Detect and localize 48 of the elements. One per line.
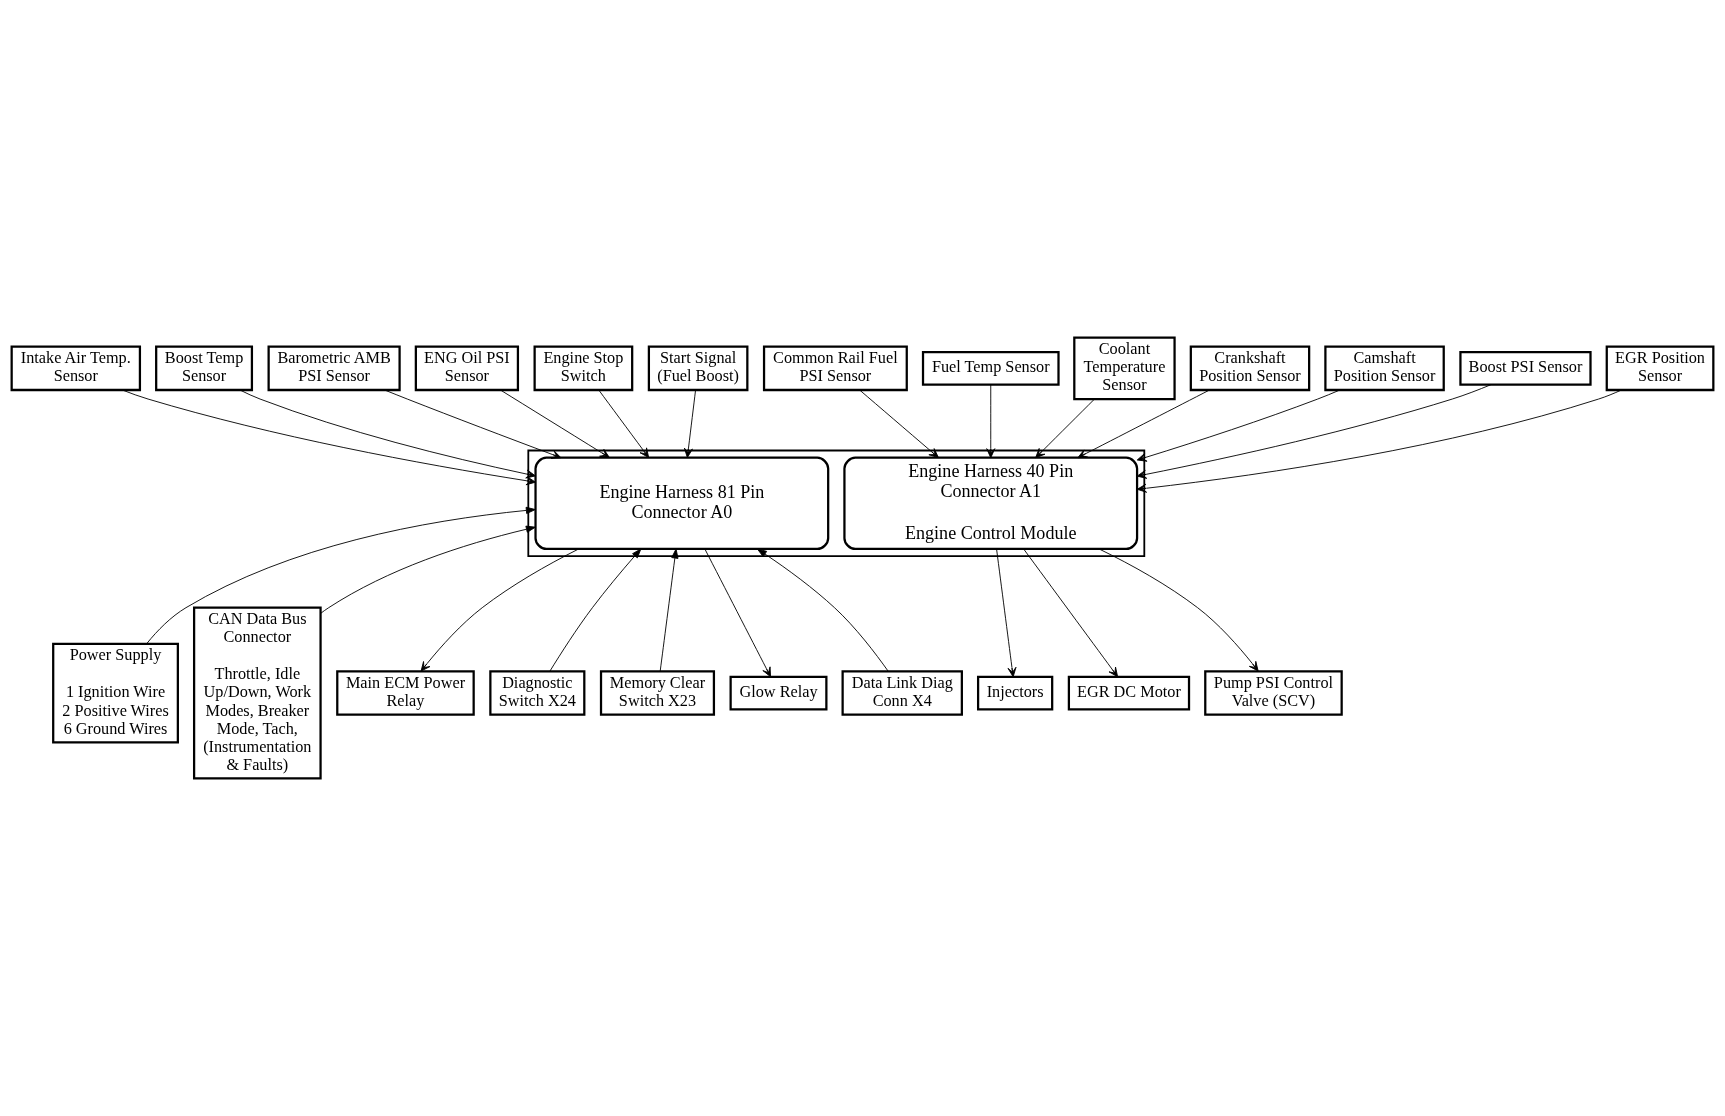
arrow [320, 525, 536, 614]
node-box: Power Supply 1 Ignition Wire 2 Positive Wires 6 Ground Wires [52, 642, 179, 744]
node-box: Engine Stop Switch [533, 345, 634, 392]
node-box: Intake Air Temp. Sensor [10, 345, 142, 392]
node-box: Pump PSI Control Valve (SCV) [1204, 670, 1343, 716]
arrow [1136, 389, 1340, 462]
node-box: Data Link Diag Conn X4 [841, 670, 963, 716]
arrow [384, 389, 562, 459]
arrow [1023, 548, 1119, 678]
node-box: Engine Harness 81 Pin Connector A0 [534, 456, 830, 551]
node-box: ENG Oil PSI Sensor [414, 345, 520, 392]
node-box: Diagnostic Switch X24 [489, 670, 586, 716]
node-box: Glow Relay [729, 675, 828, 711]
arrow [1035, 398, 1095, 459]
node-box: Engine Harness 40 Pin Connector A1 Engine Control Module [843, 456, 1139, 551]
node-box: Injectors [977, 675, 1054, 711]
arrow [1098, 548, 1259, 672]
arrow [986, 384, 996, 459]
node-box: Coolant Temperature Sensor [1073, 336, 1176, 401]
arrow [859, 389, 939, 458]
node-box: Boost PSI Sensor [1459, 350, 1592, 386]
node-box: Start Signal (Fuel Boost) [647, 345, 749, 392]
node-box: Boost Temp Sensor [155, 345, 254, 392]
arrow [549, 548, 642, 672]
arrow [121, 389, 536, 486]
node-box: Main ECM Power Relay [336, 670, 475, 716]
node-box: CAN Data Bus Connector Throttle, Idle Up/Down, Work Modes, Breaker Mode, Tach, (Instrumentation & Faults) [193, 606, 322, 780]
node-box: Fuel Temp Sensor [921, 350, 1060, 386]
arrow [146, 506, 536, 645]
node-box: EGR Position Sensor [1605, 345, 1715, 392]
arrow [996, 548, 1017, 678]
node-box: Barometric AMB PSI Sensor [267, 345, 401, 392]
arrow [659, 548, 679, 672]
arrow [1136, 384, 1492, 479]
arrow [500, 389, 610, 458]
arrow [239, 389, 536, 479]
arrow [683, 389, 697, 458]
arrow [704, 548, 772, 678]
arrow [756, 548, 889, 672]
node-box: Common Rail Fuel PSI Sensor [762, 345, 908, 392]
node-box: Memory Clear Switch X23 [599, 670, 716, 716]
node-box: Camshaft Position Sensor [1324, 345, 1445, 392]
arrow [420, 548, 579, 672]
arrow [1077, 389, 1210, 459]
node-box: EGR DC Motor [1067, 675, 1191, 711]
node-box: Crankshaft Position Sensor [1189, 345, 1311, 392]
arrow [598, 389, 650, 458]
arrow [1136, 389, 1622, 493]
